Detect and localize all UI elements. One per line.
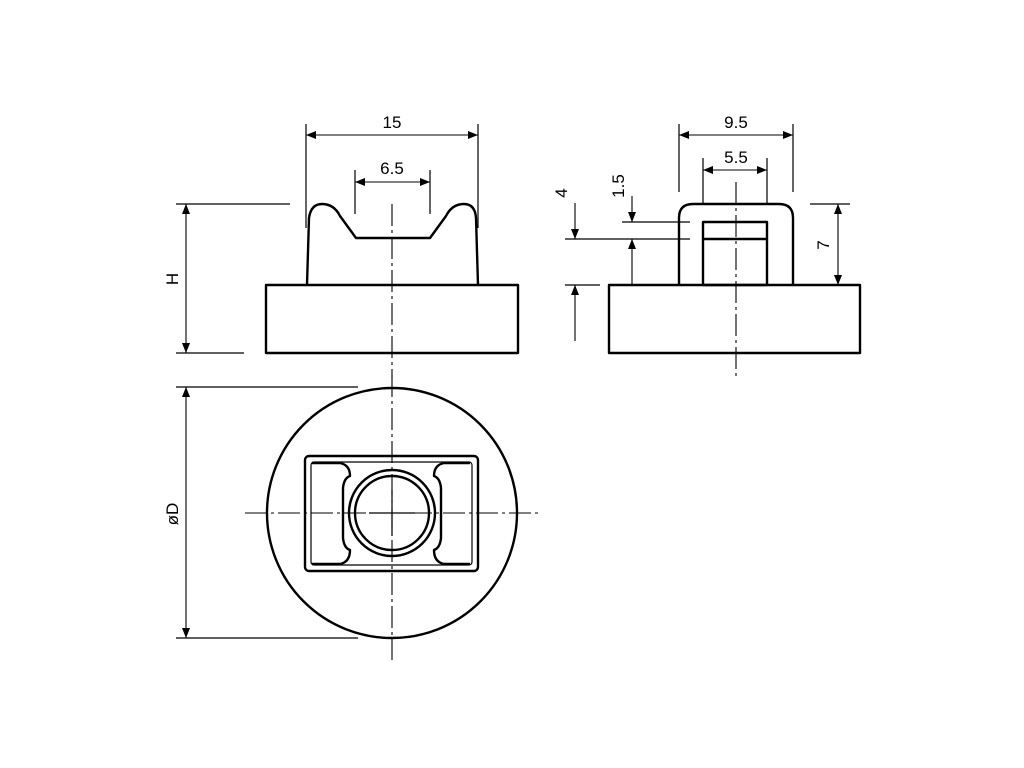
dim-width-15: 15 <box>305 113 479 228</box>
dim-height-H-label: H <box>163 273 182 285</box>
dim-height-1-5-label: 1.5 <box>609 174 628 198</box>
front-post-outline <box>305 202 480 286</box>
dim-diameter-D: øD <box>163 386 358 639</box>
dim-width-5-5-label: 5.5 <box>724 148 748 167</box>
dim-slot-6-5-label: 6.5 <box>380 159 404 178</box>
dim-width-15-label: 15 <box>383 113 402 132</box>
side-view <box>607 182 862 376</box>
dim-width-5-5: 5.5 <box>702 148 768 204</box>
top-left-bracket <box>312 461 352 566</box>
dim-height-7: 7 <box>810 203 850 286</box>
dim-slot-6-5: 6.5 <box>354 159 431 214</box>
front-view <box>264 202 520 378</box>
dim-height-7-label: 7 <box>814 240 833 249</box>
top-view <box>245 375 542 660</box>
dim-height-4: 4 <box>552 188 690 341</box>
side-base <box>607 283 862 355</box>
dim-height-H: H <box>163 203 290 354</box>
side-slot <box>701 220 769 287</box>
dim-width-9-5-label: 9.5 <box>724 113 748 132</box>
top-right-bracket <box>432 461 470 566</box>
dim-height-1-5: 1.5 <box>609 174 690 285</box>
dim-diameter-D-label: øD <box>163 503 182 526</box>
dim-width-9-5: 9.5 <box>678 113 794 192</box>
dim-height-4-label: 4 <box>552 188 571 197</box>
